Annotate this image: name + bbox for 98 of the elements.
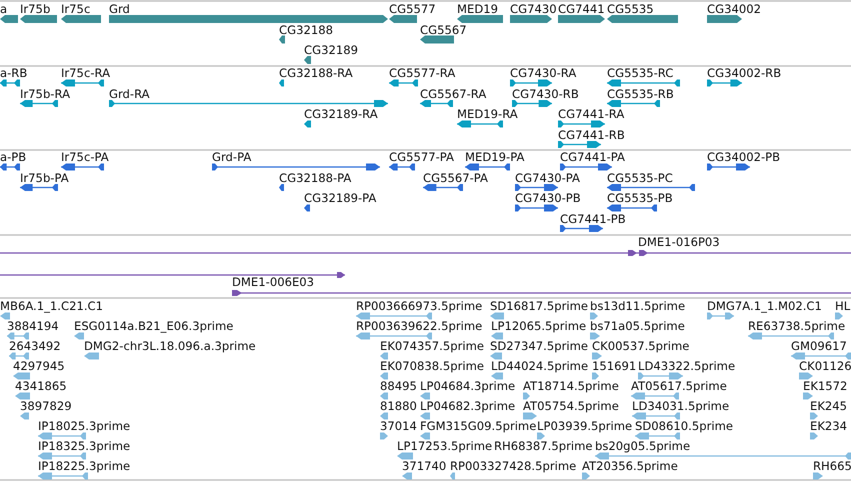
feature-label: CG7430-RB xyxy=(512,88,579,100)
feature-label: SD16817.5prime xyxy=(490,300,588,313)
feature-label: bs71a05.5prime xyxy=(590,320,685,333)
feature-label: CG7441-RA xyxy=(558,108,624,121)
feature-label: AT05754.5prime xyxy=(523,400,619,413)
feature-label: LD34031.5prime xyxy=(632,400,730,413)
feature-label: CG7430-PA xyxy=(515,172,580,184)
feature-label: RH68387.5prime xyxy=(494,440,592,453)
feature-label: 371740 xyxy=(402,460,446,473)
feature-label: SD27347.5prime xyxy=(490,340,588,353)
feature-label: Grd xyxy=(109,3,130,16)
feature-label: LD44024.5prime xyxy=(491,360,588,373)
feature-label: DME1-006E03 xyxy=(232,276,314,289)
feature-label: 4341865 xyxy=(15,380,67,393)
feature-label: 4297945 xyxy=(13,360,65,373)
feature-label: RP003666973.5prime xyxy=(356,300,482,313)
feature-label: CG5577-RA xyxy=(389,67,456,80)
feature-label: EK245 xyxy=(810,400,848,413)
feature-label: 81880 xyxy=(380,400,417,413)
feature-label: bs13d11.5prime xyxy=(590,300,686,313)
feature-label: CG5567-RA xyxy=(420,88,486,100)
feature-label: CG34002-PB xyxy=(707,151,780,164)
feature-label: IP18225.3prime xyxy=(38,460,130,473)
feature-label: CG34002 xyxy=(707,3,761,16)
feature-label: SD08610.5prime xyxy=(635,420,734,433)
feature-label: 3884194 xyxy=(7,320,59,333)
feature-label: Ir75c-RA xyxy=(61,67,110,80)
feature-label: MED19-PA xyxy=(465,151,524,164)
feature-label: CG5535-RB xyxy=(607,88,674,100)
feature-label: AT20356.5prime xyxy=(582,460,678,473)
feature-label: CG5577-PA xyxy=(389,151,454,164)
feature-label: DMG7A.1_1.M02.C1 xyxy=(707,300,822,313)
feature-label: AT18714.5prime xyxy=(523,380,619,393)
feature-label: Ir75c xyxy=(61,3,90,16)
feature-label: CG32189 xyxy=(304,44,358,57)
feature-label: 151691 xyxy=(592,360,636,373)
feature-label: CK00537.5prime xyxy=(592,340,690,353)
feature-label: CG32188 xyxy=(279,24,333,36)
feature-label: CG7441-PA xyxy=(560,151,625,164)
feature-label: CG34002-RB xyxy=(707,67,782,80)
feature-label: HL xyxy=(835,300,850,313)
feature-label: CG7441 xyxy=(558,3,605,16)
feature-label: CG7430 xyxy=(510,3,557,16)
feature-label: RP003639622.5prime xyxy=(356,320,482,333)
feature-label: MED19 xyxy=(457,3,498,16)
feature-label: LP04684.3prime xyxy=(420,380,516,393)
feature-label: CG7441-RB xyxy=(558,128,625,142)
feature-label: CG32188-PA xyxy=(279,172,352,184)
feature-label: Ir75c-PA xyxy=(61,151,109,164)
feature-label: MB6A.1_1.C21.C1 xyxy=(0,300,103,313)
feature-label: bs20g05.5prime xyxy=(595,440,690,453)
feature-label: GM09617 xyxy=(791,340,847,353)
feature-label: EK074357.5prime xyxy=(380,340,484,353)
feature-label: Ir75b-RA xyxy=(20,88,70,100)
feature-label: CG5535-RC xyxy=(607,67,674,80)
feature-label: CG7430-RA xyxy=(510,67,576,80)
feature-label: LP12065.5prime xyxy=(491,320,586,333)
feature-label: CG7441-PB xyxy=(560,212,626,226)
feature-label: MED19-RA xyxy=(457,108,518,121)
feature-label: EK234 xyxy=(810,420,848,433)
feature-label: LP17253.5prime xyxy=(397,440,492,453)
feature-label: Ir75b xyxy=(20,3,50,16)
feature-label: CG5577 xyxy=(389,3,436,16)
feature-label: AT05617.5prime xyxy=(631,380,727,393)
feature-label: RP003327428.5prime xyxy=(450,460,576,473)
feature-label: LD43322.5prime xyxy=(638,360,736,373)
feature-label: 88495 xyxy=(380,380,417,393)
feature-label: a-RB xyxy=(0,67,28,80)
feature-label: LP04682.3prime xyxy=(420,400,516,413)
feature-label: RE63738.5prime xyxy=(748,320,846,333)
feature-label: 37014 xyxy=(380,420,417,433)
feature-label: CG5567-PA xyxy=(423,172,488,184)
feature-label: IP18325.3prime xyxy=(38,440,130,453)
feature-label: IP18025.3prime xyxy=(38,420,130,433)
feature-label: Ir75b-PA xyxy=(20,172,69,184)
feature-label: CG5567 xyxy=(420,24,467,36)
feature-label: ESG0114a.B21_E06.3prime xyxy=(74,320,234,333)
feature-label: DME1-016P03 xyxy=(638,236,720,249)
feature-label: CG5535-PB xyxy=(607,192,673,205)
feature-label: CG32189-RA xyxy=(304,108,378,121)
feature-label: EK1572 xyxy=(803,380,848,393)
feature-label: a-PB xyxy=(0,151,26,164)
feature-label: CG5535 xyxy=(607,3,654,16)
feature-label: CK01126 xyxy=(799,360,851,373)
feature-label: RH665 xyxy=(813,460,851,473)
feature-label: CG32188-RA xyxy=(279,67,353,80)
feature-label: 3897829 xyxy=(20,400,72,413)
feature-label: CG7430-PB xyxy=(515,192,581,205)
feature-label: CG32189-PA xyxy=(304,192,376,205)
feature-label: LP03939.5prime xyxy=(537,420,632,433)
feature-label: Grd-RA xyxy=(109,88,150,100)
feature-label: DMG2-chr3L.18.096.a.3prime xyxy=(84,340,256,353)
feature-label: CG5535-PC xyxy=(607,172,673,184)
feature-label: Grd-PA xyxy=(212,151,252,164)
feature-label: a xyxy=(0,3,8,16)
feature-label: EK070838.5prime xyxy=(380,360,484,373)
feature-label: 2643492 xyxy=(9,340,61,353)
feature-label: FGM315G09.5prime xyxy=(420,420,536,433)
